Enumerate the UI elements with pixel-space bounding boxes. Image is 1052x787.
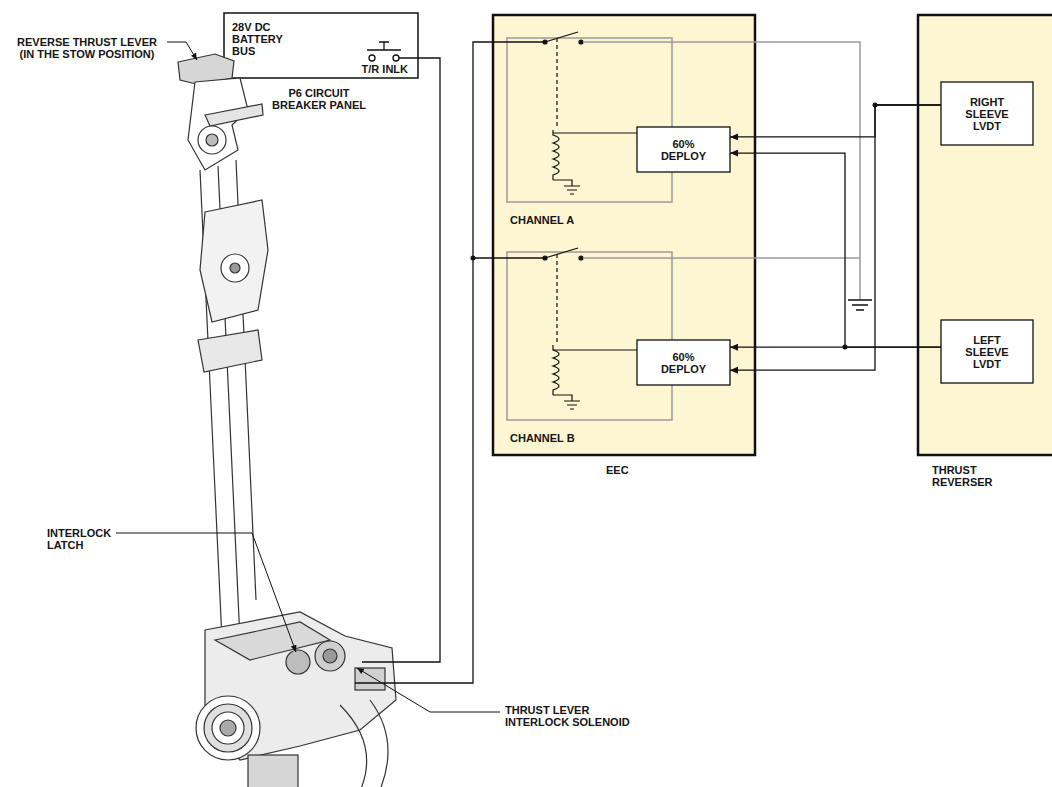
deploy-box-text: 60% DEPLOY	[655, 138, 713, 162]
circuit-breaker-panel-outline	[224, 13, 418, 78]
signal-line	[730, 105, 941, 370]
part-label: REVERSE THRUST LEVER (IN THE STOW POSITI…	[12, 36, 162, 60]
channel-box: CHANNEL B	[507, 252, 672, 420]
channel-box-outline	[507, 38, 672, 202]
eec-box: EECCHANNEL A60% DEPLOYCHANNEL B60% DEPLO…	[493, 15, 755, 455]
junction-dot	[471, 256, 476, 261]
power-wire	[362, 58, 440, 662]
deploy-box-text: 60% DEPLOY	[655, 351, 713, 375]
part-label: INTERLOCK LATCH	[47, 527, 127, 551]
part-label: THRUST LEVER INTERLOCK SOLENOID	[505, 704, 640, 728]
deploy-box: 60% DEPLOY	[637, 127, 730, 172]
breaker-switch	[367, 42, 401, 61]
unit-name: EEC	[606, 464, 629, 476]
lvdt-box: LEFT SLEEVE LVDT	[941, 320, 1033, 383]
leader-line	[357, 668, 500, 712]
channel-box: CHANNEL A	[507, 38, 672, 202]
signal-line	[730, 105, 941, 137]
relay-a	[543, 32, 637, 194]
leader-line	[116, 533, 296, 652]
circuit-breaker-panel: 28V DC BATTERY BUST/R INLKP6 CIRCUIT BRE…	[224, 13, 418, 78]
leader-line	[167, 42, 197, 60]
breaker-name: T/R INLK	[362, 63, 408, 75]
text-group: 60% DEPLOY	[655, 138, 713, 162]
deploy-box-outline	[637, 340, 730, 385]
channel-box-outline	[507, 252, 672, 420]
unit-name: THRUST REVERSER	[932, 464, 1012, 488]
ground-wire	[583, 42, 860, 300]
lvdt-box-text: RIGHT SLEEVE LVDT	[958, 96, 1016, 132]
eec-box-outline	[493, 15, 755, 455]
thrust-lever-drawing	[178, 54, 396, 787]
text-group: RIGHT SLEEVE LVDT	[958, 96, 1016, 132]
thrust-reverser-box-outline	[918, 15, 1052, 455]
channel-name: CHANNEL A	[510, 214, 574, 226]
lvdt-box: RIGHT SLEEVE LVDT	[941, 82, 1033, 145]
bus-name: 28V DC BATTERY BUS	[232, 21, 292, 57]
lvdt-box-outline	[941, 82, 1033, 145]
channel-name: CHANNEL B	[510, 432, 575, 444]
signal-line	[730, 153, 941, 347]
text-group: 60% DEPLOY	[655, 351, 713, 375]
text-group: LEFT SLEEVE LVDT	[958, 334, 1016, 370]
thrust-reverser-box: THRUST REVERSERRIGHT SLEEVE LVDTLEFT SLE…	[918, 15, 1052, 455]
lvdt-box-text: LEFT SLEEVE LVDT	[958, 334, 1016, 370]
signal-line	[730, 346, 941, 347]
lvdt-box-outline	[941, 320, 1033, 383]
panel-name: P6 CIRCUIT BREAKER PANEL	[269, 87, 369, 111]
relay-b	[543, 248, 637, 409]
ground-symbol	[848, 300, 872, 310]
deploy-box-outline	[637, 127, 730, 172]
relay-wire	[355, 42, 545, 683]
deploy-box: 60% DEPLOY	[637, 340, 730, 385]
